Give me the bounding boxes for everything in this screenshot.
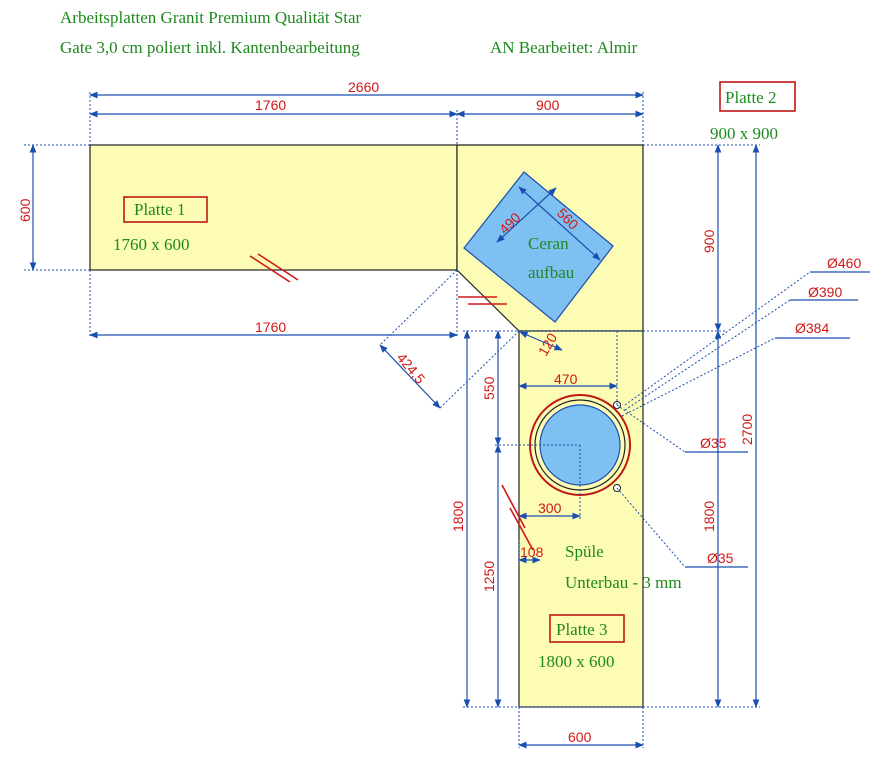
dim-sink-center: 300 [538, 500, 562, 516]
dim-diagonal: 424,5 [394, 350, 429, 387]
dim-p3-right: 1800 [701, 501, 717, 532]
plate-1-slab [89, 144, 458, 271]
ceran-offset-dim [519, 331, 563, 351]
plate-2-name-box [719, 81, 796, 112]
plate-1-size: 1760 x 600 [113, 235, 190, 254]
dim-total-height: 2700 [739, 414, 755, 445]
dim-p1-depth: 600 [17, 198, 33, 222]
dim-p1-top: 1760 [255, 97, 286, 113]
header-processed-by: AN Bearbeitet: Almir [490, 38, 638, 57]
ceran-label-2: aufbau [528, 263, 575, 282]
ceran-dim-line-b [496, 187, 557, 243]
dim-sink-edge: 108 [520, 544, 544, 560]
plate-3-size: 1800 x 600 [538, 652, 615, 671]
dim-d460: Ø460 [827, 255, 861, 271]
plate-2-size: 900 x 900 [710, 124, 778, 143]
dim-p2-top: 900 [536, 97, 560, 113]
header-subtitle: Gate 3,0 cm poliert inkl. Kantenbearbeit… [60, 38, 360, 57]
diameter-leader-shelves [685, 271, 870, 568]
plate-1-name: Platte 1 [134, 200, 185, 219]
dim-total-width: 2660 [348, 79, 379, 95]
dim-d384: Ø384 [795, 320, 829, 336]
plate-3-slab [518, 330, 644, 708]
dim-d35-top: Ø35 [700, 435, 727, 451]
plate-3-name: Platte 3 [556, 620, 607, 639]
dim-sink-bottom: 1250 [481, 561, 497, 592]
sink-label-2: Unterbau - 3 mm [565, 573, 682, 592]
dim-d390: Ø390 [808, 284, 842, 300]
ceran-label-1: Ceran [528, 234, 569, 253]
diameter-leaders [616, 271, 811, 568]
sink-label-1: Spüle [565, 542, 604, 561]
dim-p2-height: 900 [701, 229, 717, 253]
plate-1-name-box [123, 196, 208, 223]
dim-p3-bottom: 600 [568, 729, 592, 745]
dim-sink-top: 550 [481, 376, 497, 400]
header-title: Arbeitsplatten Granit Premium Qualität S… [60, 8, 362, 27]
dim-diagonal-line [379, 344, 441, 409]
plate-2-name: Platte 2 [725, 88, 776, 107]
dim-p3-left: 1800 [450, 501, 466, 532]
dim-d35-bottom: Ø35 [707, 550, 734, 566]
seam-marks [249, 253, 534, 551]
dim-sink-span: 470 [554, 371, 578, 387]
plate-3-name-box [549, 614, 625, 643]
dim-p1-bottom: 1760 [255, 319, 286, 335]
